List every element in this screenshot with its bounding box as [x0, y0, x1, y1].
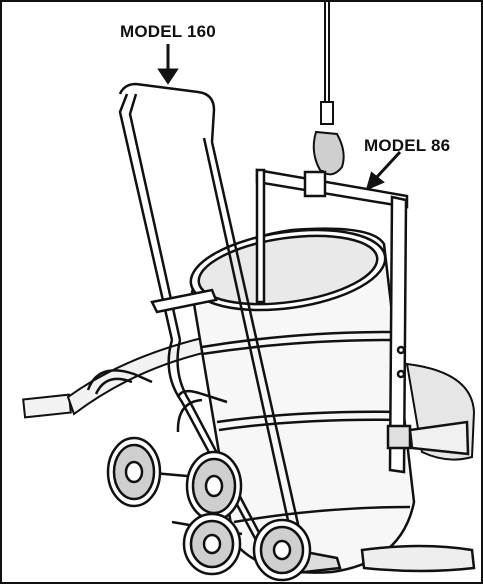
wheels — [106, 436, 312, 582]
model-160-label: MODEL 160 — [120, 22, 216, 41]
drum — [189, 227, 416, 574]
hoist-cable-and-hook — [312, 2, 345, 194]
wheel-front-left — [182, 512, 242, 576]
drum-base-plate — [360, 544, 476, 573]
callout-arrows — [157, 44, 402, 191]
model-86-label: MODEL 86 — [364, 136, 451, 155]
wheel-rear-right — [185, 450, 243, 522]
wheel-rear-left — [106, 436, 162, 508]
wheel-front-right — [252, 518, 312, 582]
lifting-frame-model-86 — [255, 168, 470, 474]
